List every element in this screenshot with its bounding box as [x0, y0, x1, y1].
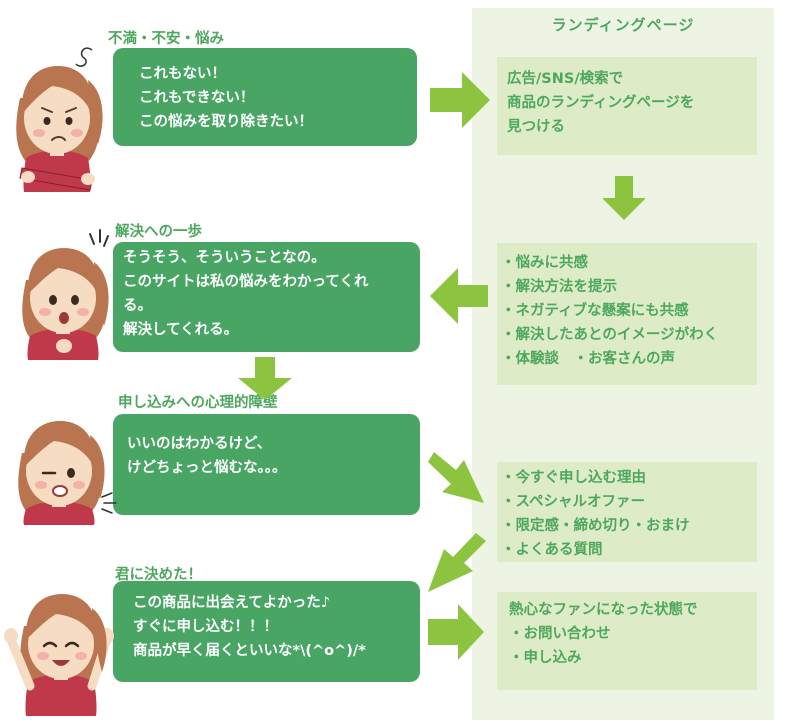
landing-text: ・限定感・締め切り・おまけ — [501, 518, 690, 534]
bubble-text: この悩みを取り除きたい！ — [139, 114, 313, 130]
stage-title-decided: 君に決めた！ — [115, 567, 202, 583]
speech-bubble-decided: この商品に出会えてよかった♪ すぐに申し込む！！！ 商品が早く届くといいな*\(… — [113, 581, 420, 682]
bubble-text: 解決してくれる。 — [123, 322, 239, 338]
bubble-text: いいのはわかるけど、 — [127, 436, 272, 452]
landing-text: 熱心なファンになった状態で — [509, 602, 698, 618]
landing-text: ・お問い合わせ — [509, 626, 611, 642]
speech-bubble-frustration: これもない！ これもできない！ この悩みを取り除きたい！ — [113, 48, 417, 146]
bubble-text: そうそう、そういうことなの。 — [123, 250, 326, 266]
landing-box-empathy: ・悩みに共感 ・解決方法を提示 ・ネガティブな懸案にも共感 ・解決したあとのイメ… — [497, 243, 757, 385]
bubble-text: る。 — [123, 298, 152, 314]
landing-page-title: ランディングページ — [551, 16, 695, 34]
landing-text: 広告/SNS/検索で — [507, 71, 624, 87]
landing-text: 見つける — [507, 119, 565, 135]
stage-title-frustration: 不満・不安・悩み — [108, 31, 224, 47]
landing-text: ・解決したあとのイメージがわく — [501, 327, 719, 343]
speech-bubble-first-step: そうそう、そういうことなの。 このサイトは私の悩みをわかってくれ る。 解決して… — [113, 242, 420, 352]
woman-surprised-icon — [22, 229, 109, 360]
landing-text: ・体験談 ・お客さんの声 — [501, 351, 675, 367]
landing-text: ・解決方法を提示 — [501, 279, 617, 295]
bubble-text: この商品に出会えてよかった♪ — [133, 595, 331, 611]
stage-title-first-step: 解決への一歩 — [115, 224, 202, 240]
landing-text: ・よくある質問 — [501, 542, 603, 558]
landing-text: ・ネガティブな懸案にも共感 — [501, 303, 689, 319]
bubble-text: これもない！ — [139, 66, 226, 82]
bubble-text: このサイトは私の悩みをわかってくれ — [123, 274, 369, 290]
landing-box-fan: 熱心なファンになった状態で ・お問い合わせ ・申し込み — [497, 592, 757, 690]
woman-happy-icon — [4, 594, 114, 716]
landing-text: ・悩みに共感 — [501, 255, 588, 271]
bubble-text: これもできない！ — [139, 90, 255, 106]
landing-box-offer: ・今すぐ申し込む理由 ・スペシャルオファー ・限定感・締め切り・おまけ ・よくあ… — [497, 462, 757, 562]
bubble-text: すぐに申し込む！！！ — [133, 619, 278, 635]
bubble-text: 商品が早く届くといいな*\(^o^)/* — [133, 643, 366, 659]
woman-hesitant-icon — [18, 421, 117, 525]
stage-title-barrier: 申し込みへの心理的障壁 — [118, 395, 278, 411]
landing-text: ・今すぐ申し込む理由 — [501, 470, 646, 486]
woman-frustrated-icon — [16, 47, 103, 192]
landing-text: ・申し込み — [509, 650, 582, 666]
bubble-text: けどちょっと悩むな。。。 — [127, 460, 287, 476]
landing-box-discover: 広告/SNS/検索で 商品のランディングページを 見つける — [497, 57, 757, 155]
landing-text: 商品のランディングページを — [507, 95, 695, 111]
speech-bubble-barrier: いいのはわかるけど、 けどちょっと悩むな。。。 — [113, 414, 420, 515]
landing-text: ・スペシャルオファー — [501, 494, 645, 510]
